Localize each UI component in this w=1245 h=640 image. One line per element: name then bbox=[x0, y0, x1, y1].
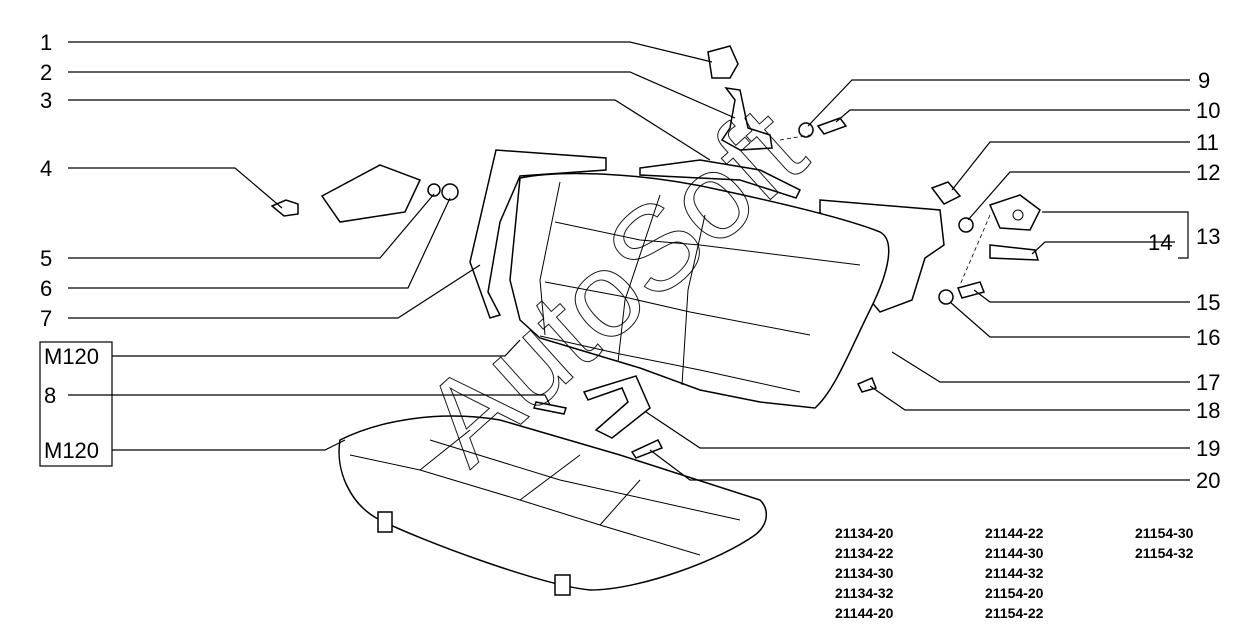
m120-box bbox=[39, 341, 113, 467]
model-code: 21144-32 bbox=[985, 565, 1044, 581]
model-code: 21154-20 bbox=[985, 585, 1044, 601]
m120-label-lower: M120 bbox=[44, 438, 99, 463]
callout-1: 1 bbox=[40, 30, 52, 55]
small-parts bbox=[270, 45, 1041, 459]
seat-back-cushion bbox=[509, 172, 890, 409]
callout-5: 5 bbox=[40, 246, 52, 271]
callout-13: 13 bbox=[1196, 224, 1220, 249]
callout-2: 2 bbox=[40, 60, 52, 85]
callout-12: 12 bbox=[1196, 160, 1220, 185]
callout-labels: 1 2 3 4 5 6 7 M120 8 M120 9 10 11 12 13 … bbox=[40, 30, 1220, 493]
callout-19: 19 bbox=[1196, 436, 1220, 461]
callout-15: 15 bbox=[1196, 290, 1220, 315]
model-code: 21134-22 bbox=[835, 545, 894, 561]
seat-cushion bbox=[338, 415, 767, 596]
model-code: 21144-20 bbox=[835, 605, 894, 621]
callout-10: 10 bbox=[1196, 98, 1220, 123]
callout-7: 7 bbox=[40, 306, 52, 331]
callout-6: 6 bbox=[40, 276, 52, 301]
model-code: 21154-22 bbox=[985, 605, 1044, 621]
callout-4: 4 bbox=[40, 156, 52, 181]
leader-lines bbox=[68, 41, 1190, 481]
model-codes: 21134-20 21134-22 21134-30 21134-32 2114… bbox=[835, 525, 1194, 621]
model-code: 21154-30 bbox=[1135, 525, 1194, 541]
callout-9: 9 bbox=[1198, 68, 1210, 93]
callout-18: 18 bbox=[1196, 398, 1220, 423]
callout-16: 16 bbox=[1196, 325, 1220, 350]
model-code: 21134-30 bbox=[835, 565, 894, 581]
callout-14: 14 bbox=[1148, 230, 1172, 255]
callout-8: 8 bbox=[44, 383, 56, 408]
model-code: 21134-20 bbox=[835, 525, 894, 541]
model-code: 21144-22 bbox=[985, 525, 1044, 541]
callout-20: 20 bbox=[1196, 468, 1220, 493]
callout-17: 17 bbox=[1196, 370, 1220, 395]
m120-label-upper: M120 bbox=[44, 344, 99, 369]
callout-3: 3 bbox=[40, 88, 52, 113]
model-code: 21134-32 bbox=[835, 585, 894, 601]
callout-11: 11 bbox=[1196, 130, 1219, 155]
model-code: 21144-30 bbox=[985, 545, 1044, 561]
model-code: 21154-32 bbox=[1135, 545, 1194, 561]
